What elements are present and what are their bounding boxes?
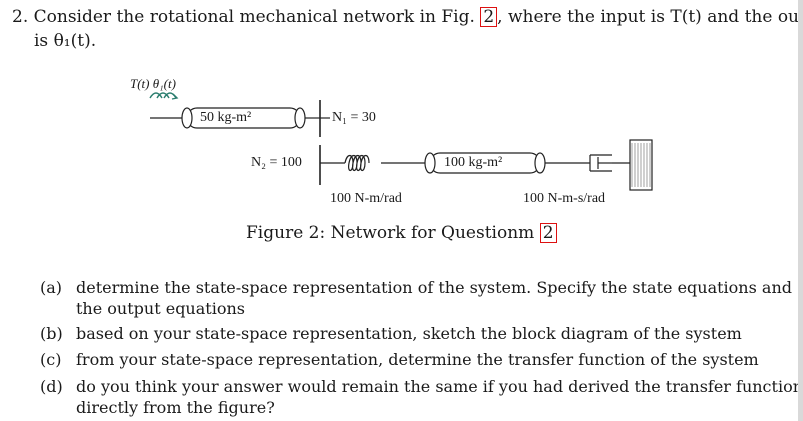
n1-label: N₁ = 30: [332, 110, 376, 125]
part-b-tag: (b): [40, 324, 63, 343]
question-number: 2.: [12, 7, 29, 27]
question-output-text: is θ₁(t).: [34, 31, 97, 51]
n2-label: N₂ = 100: [251, 155, 302, 170]
question-line-2: is θ₁(t).: [34, 30, 96, 52]
part-c: (c) from your state-space representation,…: [40, 349, 759, 370]
spring-label: 100 N-m/rad: [330, 191, 402, 206]
page-edge: [798, 0, 803, 421]
part-c-text: from your state-space representation, de…: [76, 350, 759, 369]
part-a-tag: (a): [40, 278, 63, 297]
part-d-text: do you think your answer would remain th…: [76, 377, 803, 396]
part-a: (a) determine the state-space representat…: [40, 277, 792, 298]
part-a-cont: the output equations: [76, 299, 245, 318]
inertia1-label: 50 kg-m²: [200, 110, 252, 125]
question-text-cont: , where the input is T(t) and the output: [497, 7, 803, 27]
spring-icon: [344, 154, 370, 172]
question-text: Consider the rotational mechanical netwo…: [33, 7, 475, 27]
input-label: T(t) θ₁(t): [130, 76, 176, 91]
part-d-cont: directly from the figure?: [76, 398, 275, 417]
figure-ref-link[interactable]: 2: [480, 7, 498, 27]
damper-icon: [589, 154, 630, 172]
part-c-tag: (c): [40, 350, 62, 369]
part-d-tag: (d): [40, 377, 63, 396]
part-b: (b) based on your state-space representat…: [40, 323, 742, 344]
part-a-text: determine the state-space representation…: [76, 278, 792, 297]
caption-ref-link[interactable]: 2: [539, 223, 557, 243]
part-d: (d) do you think your answer would remain…: [40, 376, 803, 397]
caption-text: Figure 2: Network for Questionm: [246, 223, 535, 243]
torque-arrow-icon: [149, 92, 179, 100]
damper-label: 100 N-m-s/rad: [523, 191, 606, 206]
question-line-1: 2. Consider the rotational mechanical ne…: [12, 6, 803, 28]
part-b-text: based on your state-space representation…: [76, 324, 742, 343]
inertia2-label: 100 kg-m²: [444, 155, 503, 170]
figure-caption: Figure 2: Network for Questionm 2: [246, 222, 557, 244]
